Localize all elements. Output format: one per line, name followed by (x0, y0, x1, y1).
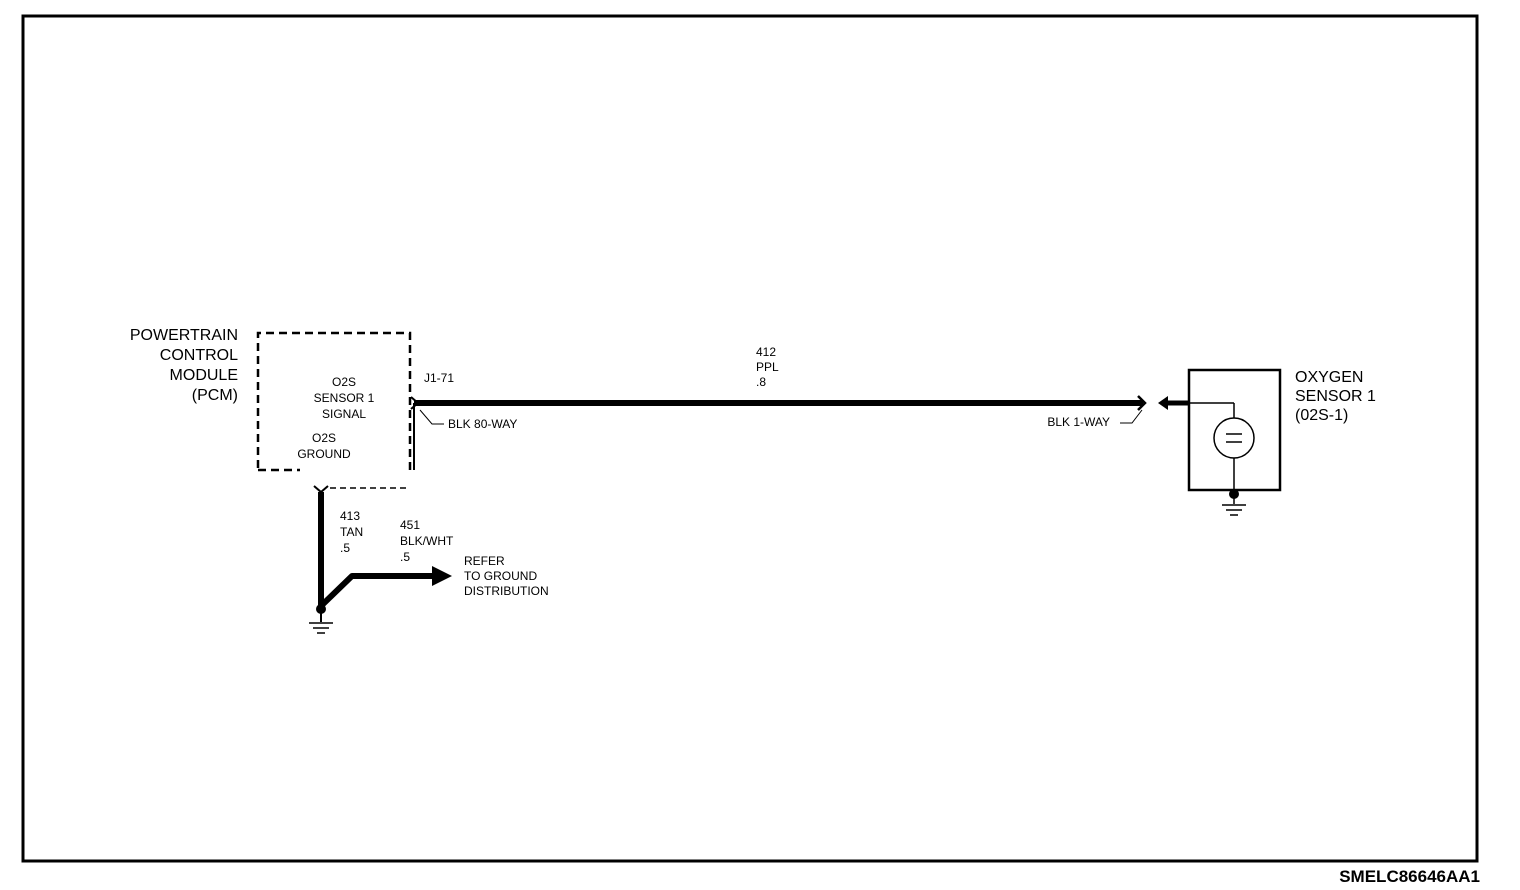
pcm-connector-label: BLK 80-WAY (448, 417, 517, 431)
signal-wire-gauge: .8 (756, 375, 766, 389)
signal-circuit-number: 412 (756, 345, 776, 359)
ground-wire-451 (318, 573, 432, 609)
signal-wire: 412 PPL .8 J1-71 BLK 80-WAY BLK 1-WAY (410, 345, 1190, 470)
signal-wire-color: PPL (756, 360, 779, 374)
ground-splice-dot (316, 604, 326, 614)
ground-451-circuit: 451 (400, 518, 420, 532)
pcm-ground-label-1: O2S (312, 431, 336, 445)
ground-451-gauge: .5 (400, 550, 410, 564)
figure-code: SMELC86646AA1 (1339, 867, 1480, 886)
ground-distribution-arrow (432, 566, 452, 586)
pcm-connector-symbol (410, 396, 420, 410)
pcm-title-line-3: MODULE (170, 367, 238, 384)
sensor-cell-icon (1213, 417, 1255, 459)
sensor-title-line-1: OXYGEN (1295, 369, 1363, 386)
ground-413-gauge: .5 (340, 541, 350, 555)
sensor-connector-label: BLK 1-WAY (1047, 415, 1110, 429)
sensor-ground-dot (1229, 489, 1239, 499)
sensor-title-line-3: (02S-1) (1295, 407, 1348, 424)
pcm-ground-connector-symbol (313, 485, 329, 494)
pcm-connector-leader (419, 409, 444, 425)
diagram-frame (21, 14, 1479, 863)
pcm-title-line-1: POWERTRAIN (130, 327, 238, 344)
sensor-title-line-2: SENSOR 1 (1295, 388, 1376, 405)
pcm-ground-label-2: GROUND (297, 447, 351, 461)
oxygen-sensor: OXYGEN SENSOR 1 (02S-1) (1187, 368, 1376, 516)
pcm-title-line-2: CONTROL (160, 347, 238, 364)
pcm-title-line-4: (PCM) (192, 387, 238, 404)
sensor-connector-arrow (1158, 396, 1168, 410)
ground-wiring: 413 TAN .5 451 BLK/WHT .5 REFER TO GROUN… (309, 485, 549, 634)
pcm-signal-label-1: O2S (332, 375, 356, 389)
pcm-signal-label-3: SIGNAL (322, 407, 366, 421)
pcm-module: POWERTRAIN CONTROL MODULE (PCM) O2S SENS… (130, 327, 412, 489)
pcm-signal-label-2: SENSOR 1 (314, 391, 375, 405)
ground-451-color: BLK/WHT (400, 534, 454, 548)
ground-413-circuit: 413 (340, 509, 360, 523)
ground-reference-line-1: REFER (464, 554, 505, 568)
ground-reference-line-3: DISTRIBUTION (464, 584, 549, 598)
pcm-dashed-outline (256, 331, 412, 470)
sensor-connector-symbol (1137, 395, 1147, 411)
ground-reference-line-2: TO GROUND (464, 569, 537, 583)
sensor-connector-leader (1120, 409, 1143, 424)
ground-413-color: TAN (340, 525, 363, 539)
pcm-pin-label: J1-71 (424, 371, 454, 385)
